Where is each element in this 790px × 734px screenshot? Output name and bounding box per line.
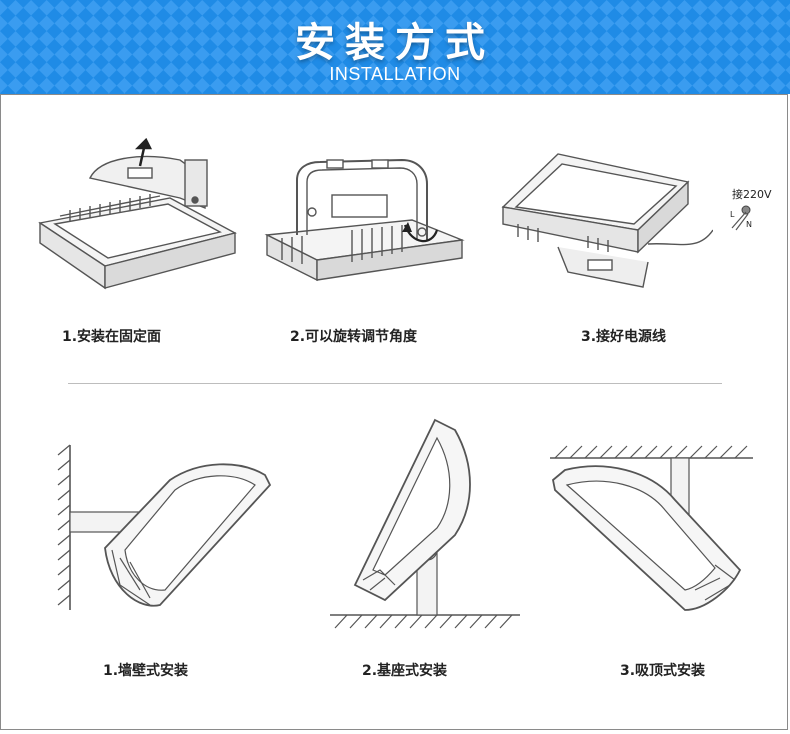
section-divider bbox=[68, 383, 722, 384]
mount2-caption: 2.基座式安装 bbox=[362, 663, 448, 679]
page-subtitle: INSTALLATION bbox=[329, 64, 461, 84]
wire-label-l: L bbox=[730, 210, 735, 219]
step2-illustration bbox=[264, 158, 465, 282]
page-title: 安装方式 bbox=[295, 20, 495, 66]
wiring-note: 接220V bbox=[732, 188, 772, 201]
wire-label-n: N bbox=[746, 220, 752, 229]
step3-caption: 3.接好电源线 bbox=[581, 329, 667, 345]
step1-illustration bbox=[38, 138, 237, 290]
mount1-caption: 1.墙壁式安装 bbox=[103, 663, 189, 679]
wire-terminal-icon bbox=[731, 205, 751, 231]
banner-pattern bbox=[0, 0, 790, 94]
ceiling-mount-illustration bbox=[550, 445, 753, 611]
step1-caption: 1.安装在固定面 bbox=[62, 329, 162, 345]
base-mount-illustration bbox=[330, 418, 520, 629]
step2-caption: 2.可以旋转调节角度 bbox=[290, 329, 418, 345]
step3-illustration bbox=[501, 153, 713, 288]
header-banner: 安装方式 INSTALLATION bbox=[0, 0, 790, 94]
wall-mount-illustration bbox=[57, 444, 272, 610]
mount3-caption: 3.吸顶式安装 bbox=[620, 663, 706, 679]
